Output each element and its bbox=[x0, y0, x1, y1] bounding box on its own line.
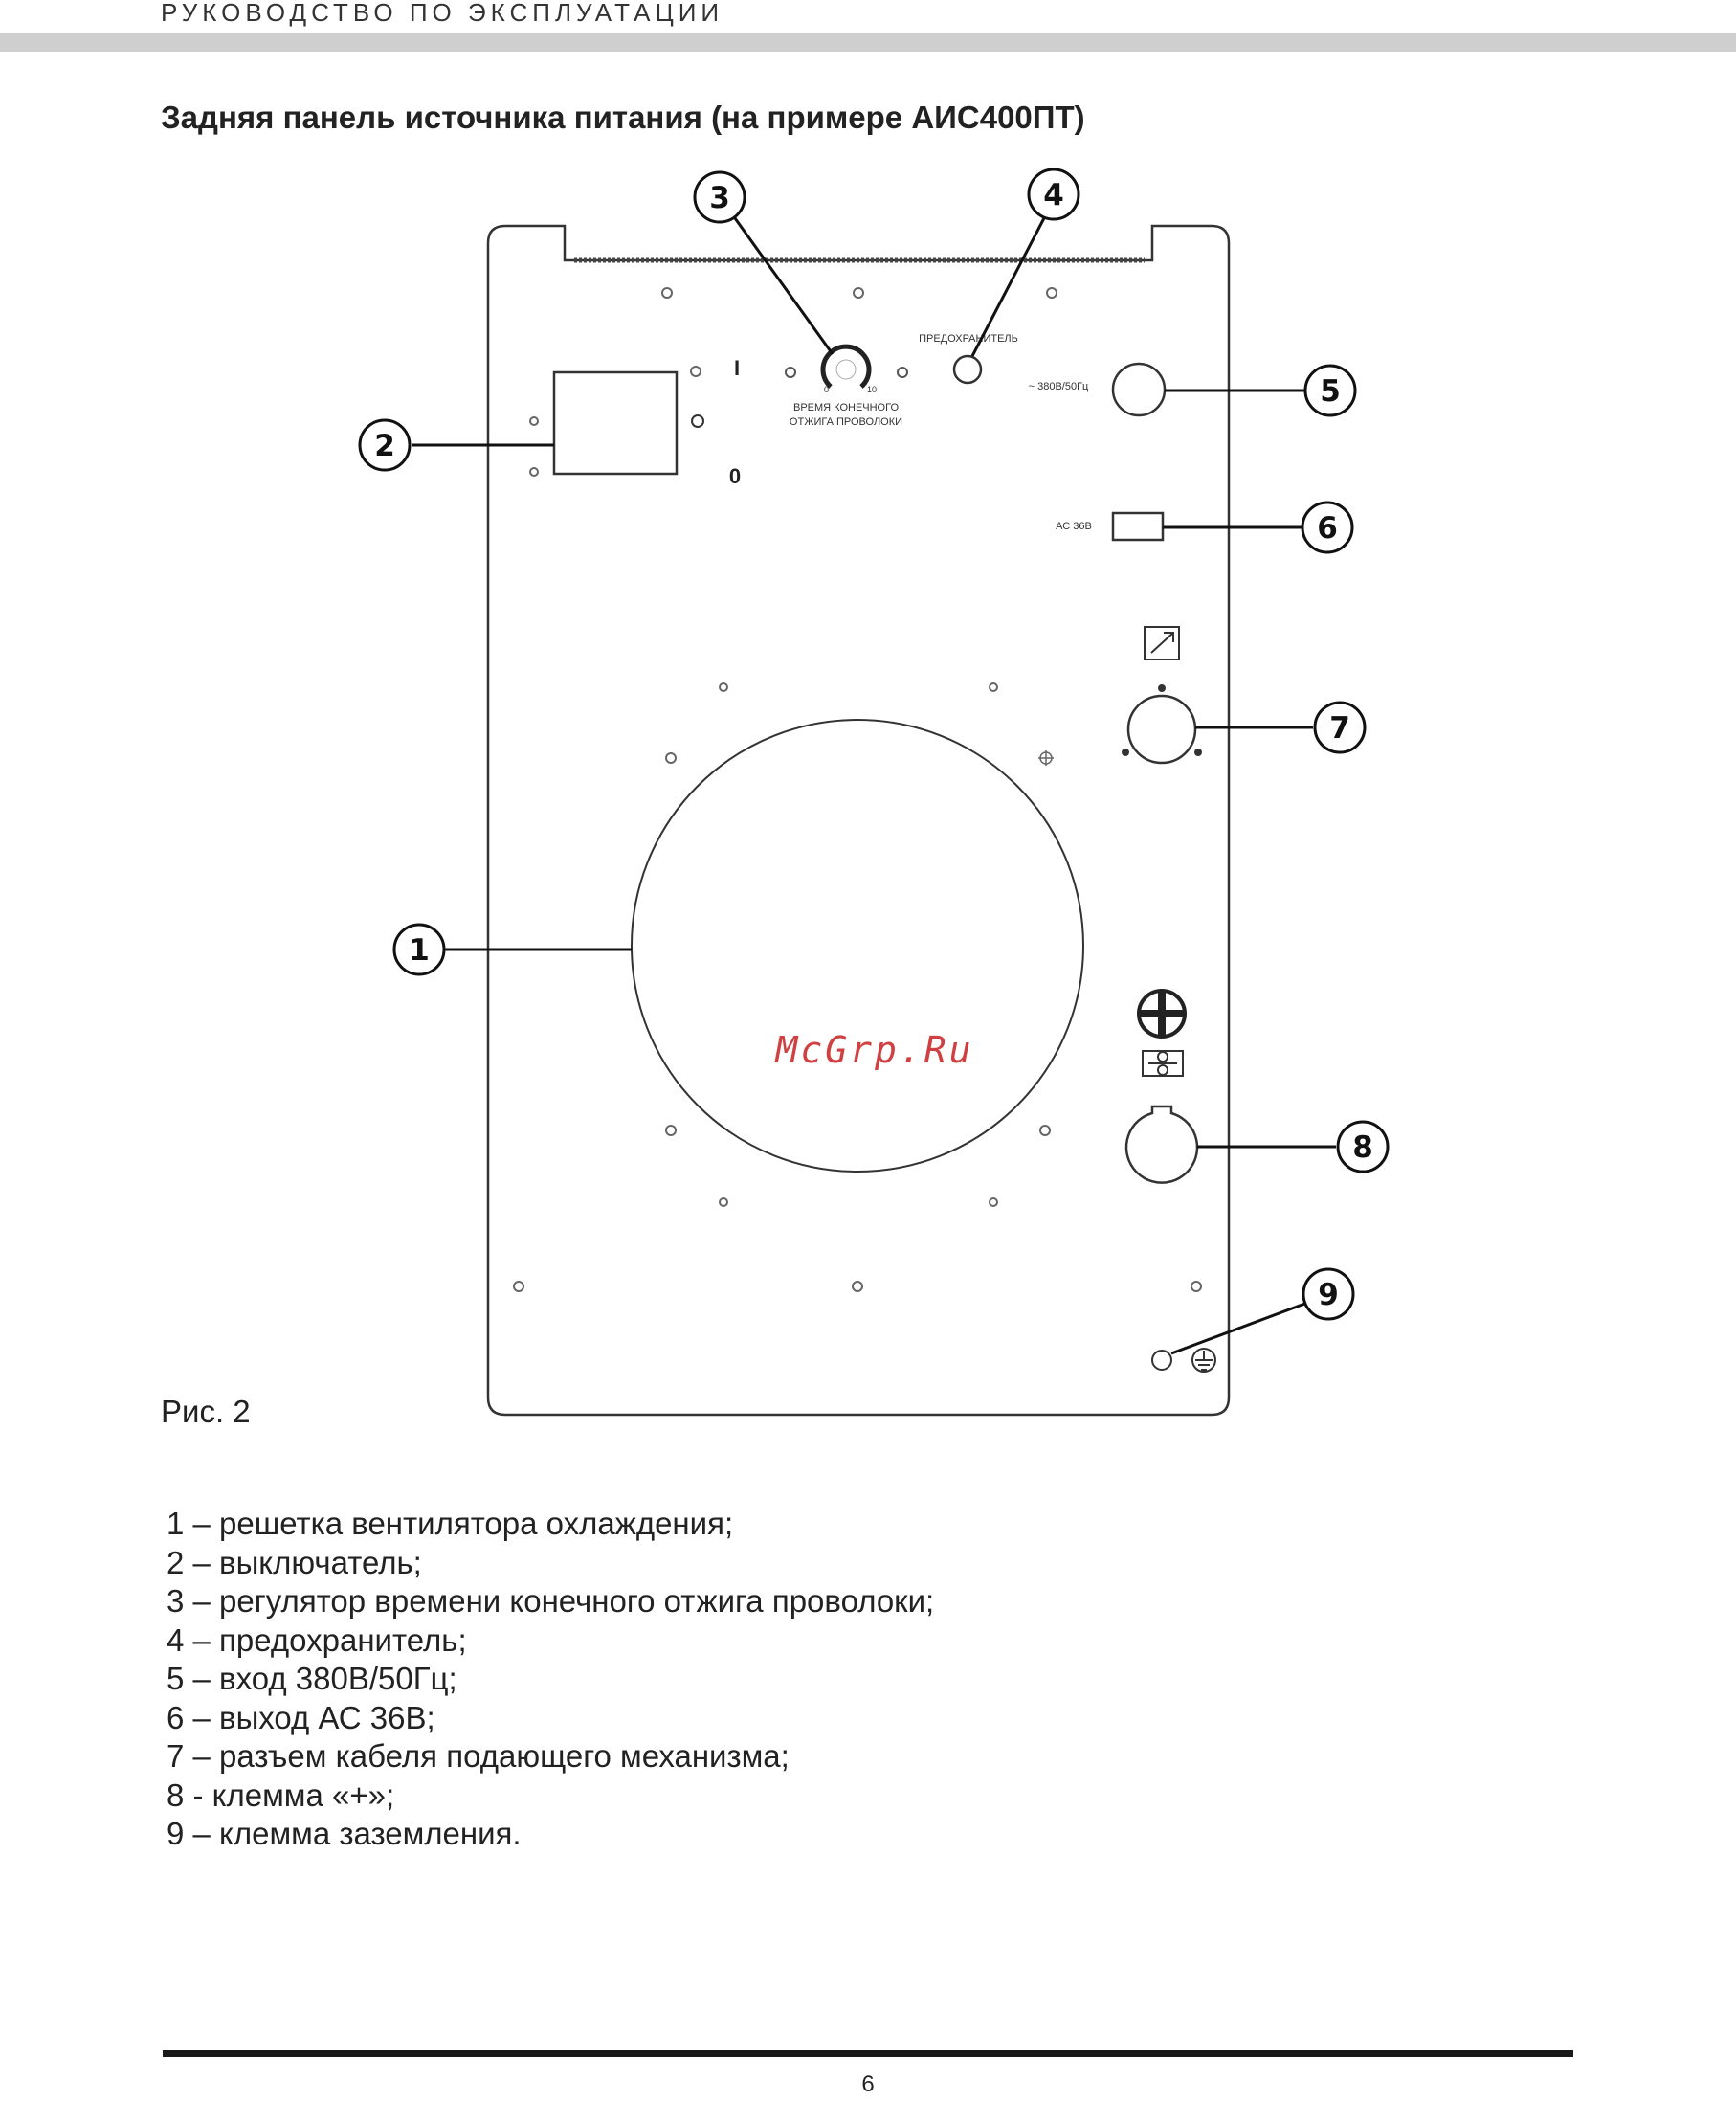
screw bbox=[719, 682, 728, 692]
svg-text:4: 4 bbox=[1043, 178, 1064, 212]
knob-mark bbox=[897, 367, 908, 378]
screw bbox=[661, 287, 673, 299]
figure-caption: Рис. 2 bbox=[161, 1394, 251, 1429]
mains-input bbox=[1111, 362, 1167, 417]
callout-8: 8 bbox=[1336, 1120, 1390, 1173]
plus-symbol-icon bbox=[1137, 989, 1187, 1039]
watermark: McGrp.Ru bbox=[773, 1029, 973, 1071]
scale-min-label: 0 bbox=[824, 385, 829, 394]
ground-symbol-icon bbox=[1191, 1348, 1216, 1373]
plus-terminal bbox=[1124, 1105, 1199, 1184]
screw bbox=[513, 1281, 524, 1292]
terminal-symbol-icon bbox=[1142, 1050, 1184, 1077]
legend-item: 5 – вход 380В/50Гц; bbox=[167, 1661, 457, 1696]
knob-mark bbox=[785, 367, 796, 378]
ground-terminal bbox=[1151, 1350, 1172, 1371]
timer-knob bbox=[820, 344, 872, 389]
timer-label-line2: ОТЖИГА ПРОВОЛОКИ bbox=[790, 416, 902, 428]
legend-item: 9 – клемма заземления. bbox=[167, 1816, 522, 1851]
input-label: ~ 380В/50Гц bbox=[1029, 381, 1089, 392]
feeder-connector bbox=[1126, 694, 1197, 765]
legend-item: 3 – регулятор времени конечного отжига п… bbox=[167, 1583, 935, 1619]
document-header: РУКОВОДСТВО ПО ЭКСПЛУАТАЦИИ bbox=[161, 0, 724, 27]
fuse bbox=[952, 354, 983, 385]
screw bbox=[719, 1197, 728, 1207]
legend-item: 1 – решетка вентилятора охлаждения; bbox=[167, 1506, 734, 1541]
svg-text:6: 6 bbox=[1317, 511, 1338, 546]
callout-1: 1 bbox=[392, 923, 446, 976]
scale-max-label: 10 bbox=[867, 385, 877, 394]
screw bbox=[690, 366, 701, 377]
svg-text:3: 3 bbox=[709, 181, 730, 215]
screw-cross bbox=[1038, 750, 1054, 766]
svg-text:5: 5 bbox=[1320, 374, 1341, 409]
callout-5: 5 bbox=[1303, 364, 1357, 417]
legend-item: 7 – разъем кабеля подающего механизма; bbox=[167, 1738, 790, 1774]
legend-item: 2 – выключатель; bbox=[167, 1544, 422, 1580]
timer-label-line1: ВРЕМЯ КОНЕЧНОГО bbox=[793, 402, 899, 413]
switch-on-label: I bbox=[734, 356, 740, 380]
legend-item: 4 – предохранитель; bbox=[167, 1621, 467, 1658]
legend-item: 6 – выход АС 36В; bbox=[167, 1699, 435, 1735]
fan-grille bbox=[631, 719, 1084, 1173]
screw bbox=[1039, 1125, 1051, 1136]
rear-panel-diagram: I 0 0 10 ВРЕМЯ КОНЕЧНОГО ОТЖИГА ПРОВОЛОК… bbox=[358, 168, 1390, 1417]
svg-text:2: 2 bbox=[374, 429, 395, 463]
screw bbox=[665, 1125, 677, 1136]
fuse-label: ПРЕДОХРАНИТЕЛЬ bbox=[919, 333, 1018, 345]
callout-3: 3 bbox=[693, 170, 746, 224]
callout-7: 7 bbox=[1313, 701, 1367, 754]
screw bbox=[529, 416, 539, 426]
callout-4: 4 bbox=[1027, 168, 1080, 221]
page-number: 6 bbox=[861, 2071, 875, 2097]
svg-text:9: 9 bbox=[1318, 1278, 1339, 1312]
switch-off-label: 0 bbox=[729, 464, 741, 488]
ac-36v-output bbox=[1111, 511, 1165, 542]
screw bbox=[529, 467, 539, 477]
legend-list: 1 – решетка вентилятора охлаждения; 2 – … bbox=[167, 1505, 934, 1854]
screw bbox=[1046, 287, 1057, 299]
screw bbox=[852, 1281, 863, 1292]
power-switch bbox=[552, 370, 679, 476]
header-bar bbox=[0, 33, 1736, 52]
feeder-symbol-icon bbox=[1144, 626, 1180, 660]
callout-2: 2 bbox=[358, 418, 412, 472]
screw bbox=[989, 1197, 998, 1207]
switch-indicator bbox=[691, 414, 704, 428]
screw bbox=[1191, 1281, 1202, 1292]
svg-text:7: 7 bbox=[1329, 711, 1350, 746]
legend-item: 8 - клемма «+»; bbox=[167, 1777, 395, 1813]
panel-outline bbox=[486, 224, 1231, 1417]
ac-out-label: АС 36В bbox=[1056, 521, 1092, 532]
callout-9: 9 bbox=[1302, 1267, 1355, 1321]
svg-text:1: 1 bbox=[409, 933, 430, 968]
screw bbox=[665, 752, 677, 764]
screw bbox=[853, 287, 864, 299]
section-title: Задняя панель источника питания (на прим… bbox=[161, 100, 1085, 135]
callout-6: 6 bbox=[1301, 501, 1354, 554]
footer-rule bbox=[163, 2050, 1573, 2057]
svg-text:8: 8 bbox=[1352, 1130, 1373, 1165]
screw bbox=[989, 682, 998, 692]
